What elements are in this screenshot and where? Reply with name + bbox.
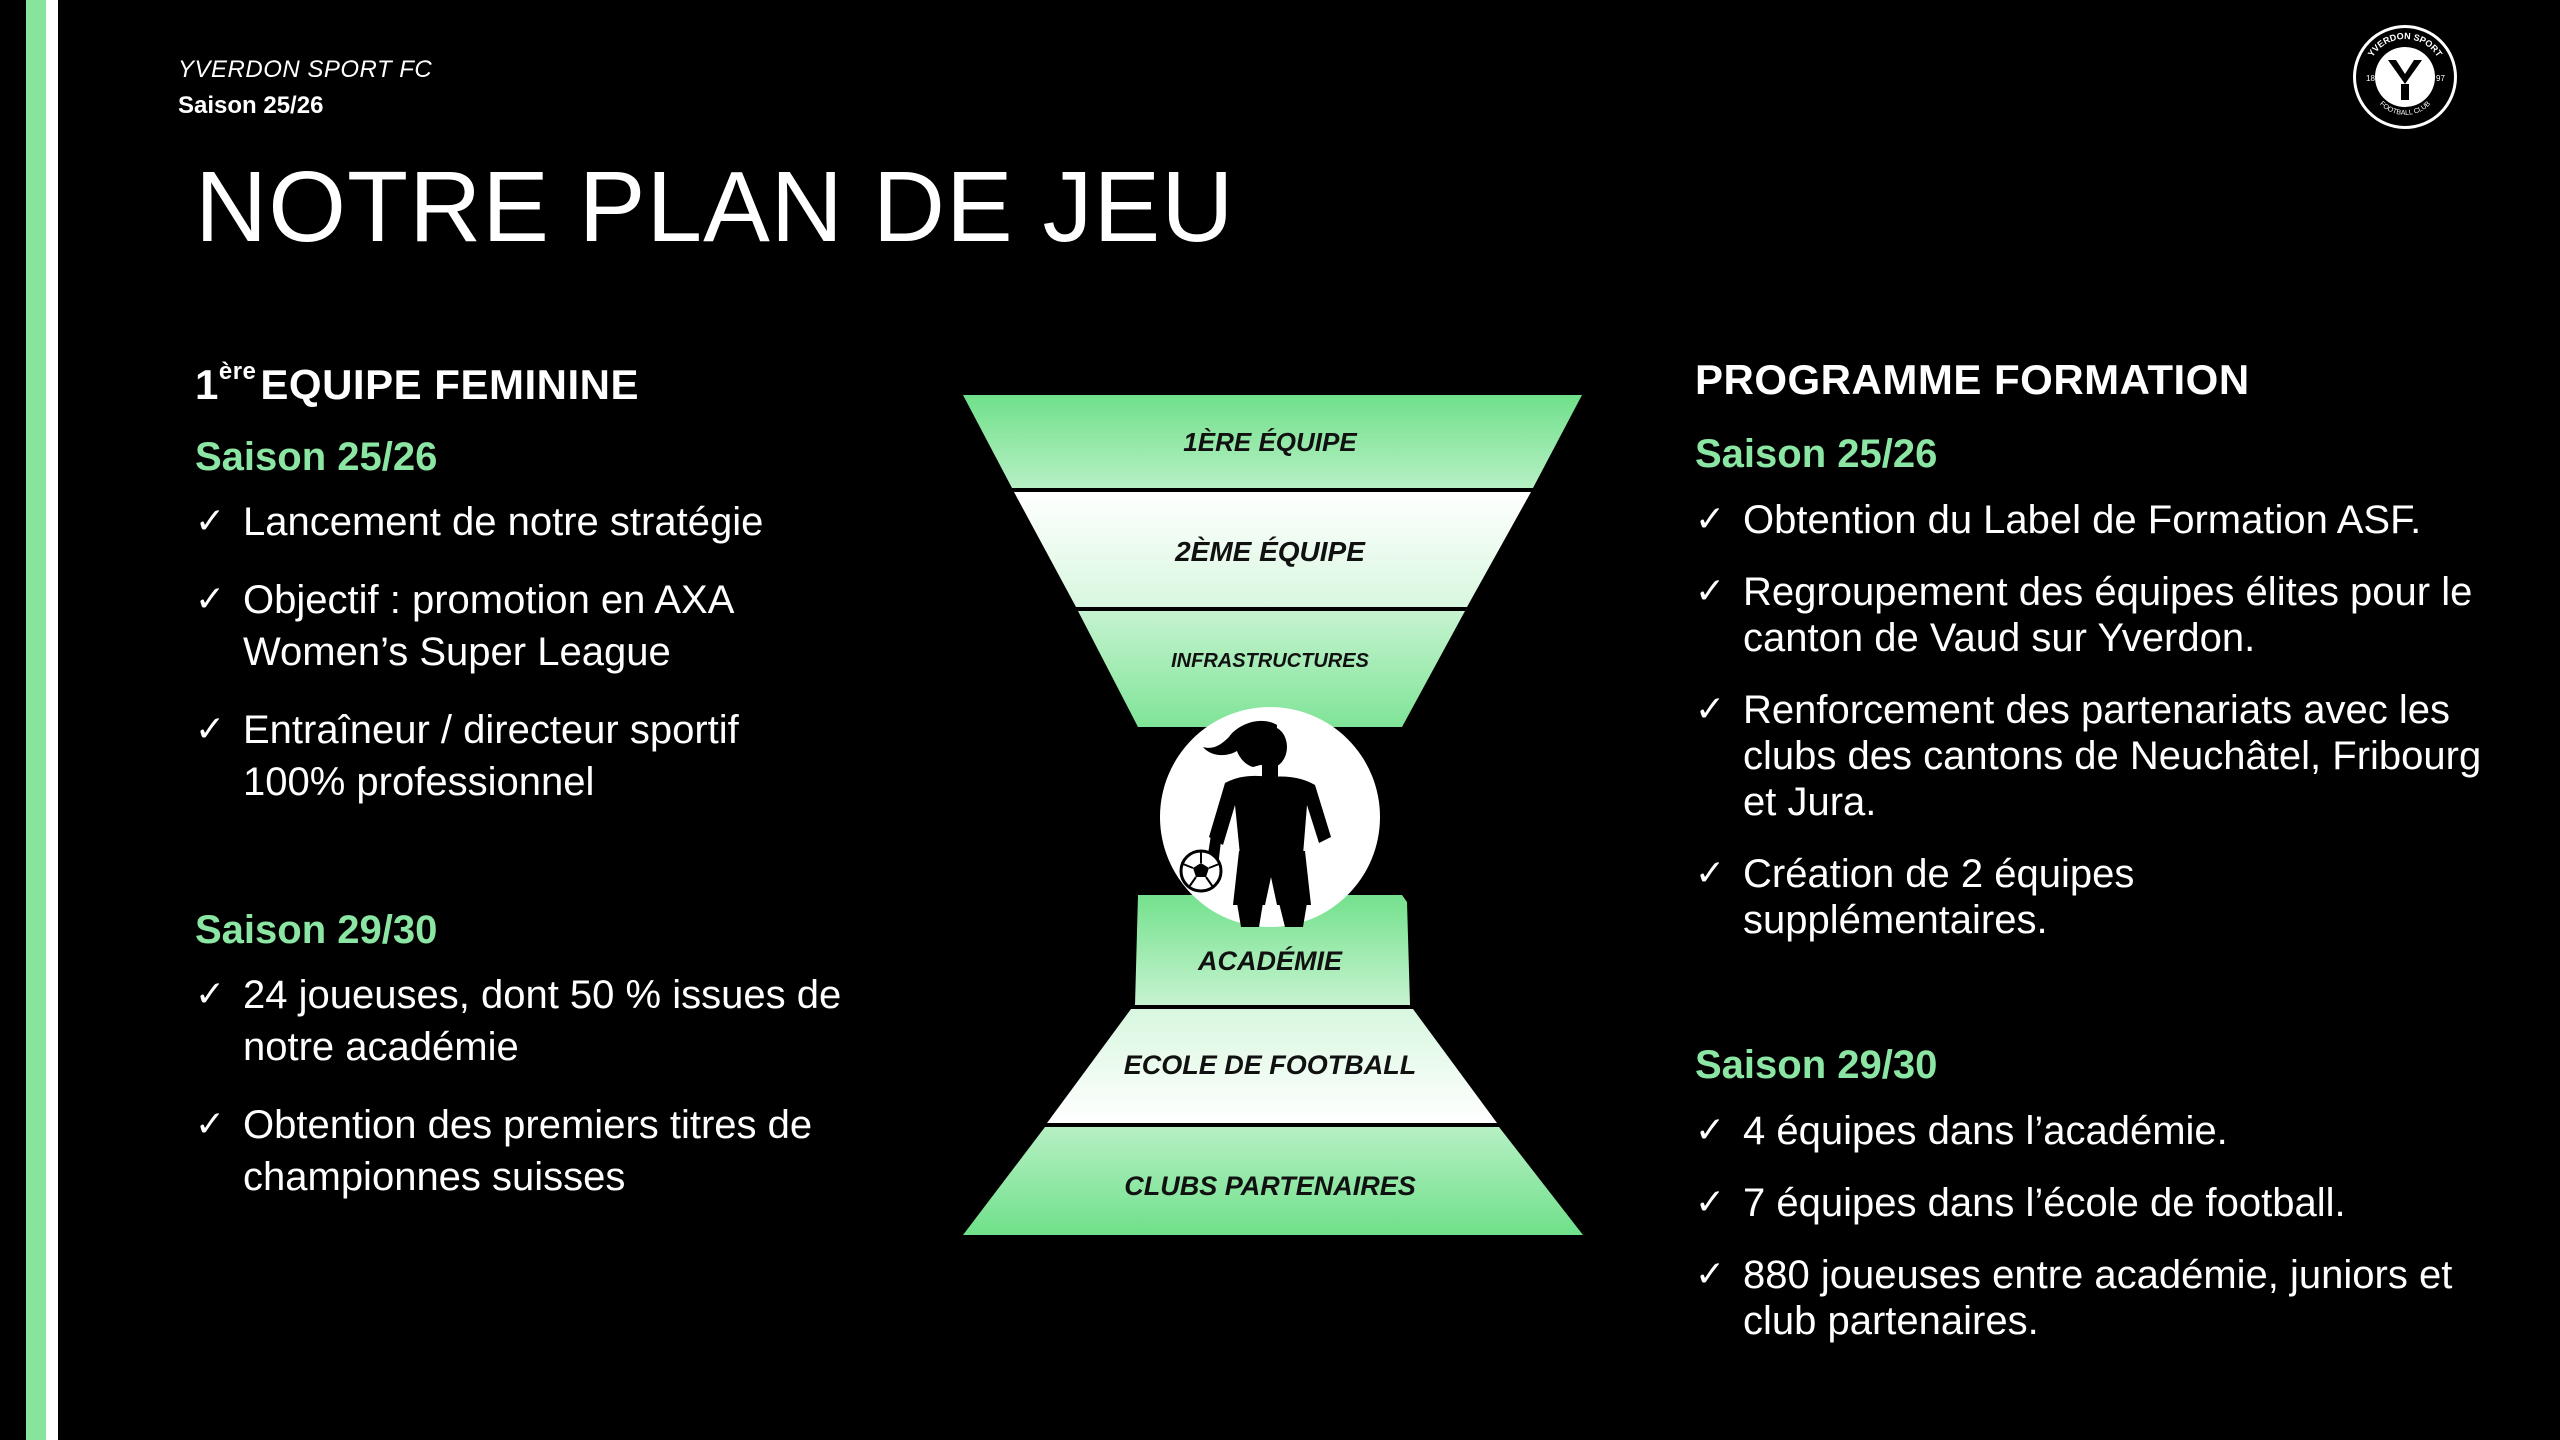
list-item: ✓Obtention des premiers titres de champi… [195, 1099, 955, 1203]
svg-text:18: 18 [2366, 74, 2375, 83]
list-item: ✓Obtention du Label de Formation ASF. [1695, 498, 2422, 542]
funnel-label-1ere-equipe: 1ÈRE ÉQUIPE [1183, 427, 1357, 457]
list-item: ✓Création de 2 équipes supplémentaires. [1695, 852, 2135, 942]
check-icon: ✓ [1695, 1254, 1726, 1295]
funnel-label-infrastructures: INFRASTRUCTURES [1171, 650, 1369, 672]
list-item: ✓24 joueuses, dont 50 % issues de notre … [195, 969, 955, 1073]
funnel-tier-2eme-equipe [1014, 492, 1531, 607]
season-label: Saison 29/30 [1695, 1043, 1938, 1087]
right-column-heading: PROGRAMME FORMATION [1695, 356, 2250, 403]
list-item: ✓Regroupement des équipes élites pour le… [1695, 570, 2473, 660]
funnel-label-academie: ACADÉMIE [1197, 945, 1343, 976]
check-icon: ✓ [195, 1104, 226, 1145]
left-column-heading: 1èreEQUIPE FEMININE [195, 358, 639, 408]
funnel-tier-clubs-partenaires [963, 1127, 1583, 1235]
check-icon: ✓ [195, 709, 226, 750]
bullet-list: ✓4 équipes dans l’académie. ✓7 équipes d… [1695, 1108, 2535, 1344]
check-icon: ✓ [1695, 689, 1726, 730]
funnel-label-2eme-equipe: 2ÈME ÉQUIPE [1174, 536, 1366, 567]
list-item: ✓4 équipes dans l’académie. [1695, 1109, 2228, 1153]
check-icon: ✓ [1695, 1110, 1726, 1151]
list-item: ✓Renforcement des partenariats avec les … [1695, 688, 2482, 824]
list-item: ✓Objectif : promotion en AXA Women’s Sup… [195, 574, 955, 678]
list-item: ✓Lancement de notre stratégie [195, 496, 955, 548]
check-icon: ✓ [1695, 499, 1726, 540]
funnel-tier-academie [1135, 895, 1410, 1005]
right-column-programme-formation: PROGRAMME FORMATION Saison 25/26 ✓Obtent… [1695, 356, 2535, 1344]
funnel-tier-infrastructures [1078, 611, 1465, 727]
female-footballer-icon [1160, 707, 1380, 927]
club-name: YVERDON SPORT FC [178, 56, 433, 83]
funnel-tier-1ere-equipe [963, 395, 1582, 488]
funnel-label-ecole-de-football: ECOLE DE FOOTBALL [1124, 1050, 1417, 1080]
funnel-tier-ecole-de-football [1047, 1009, 1497, 1123]
list-item: ✓880 joueuses entre académie, juniors et… [1695, 1253, 2453, 1343]
page-title: NOTRE PLAN DE JEU [195, 151, 1235, 263]
season-label: Saison 29/30 [195, 908, 438, 952]
season-label: Saison 25/26 [1695, 432, 1938, 476]
check-icon: ✓ [195, 974, 226, 1015]
check-icon: ✓ [195, 501, 226, 542]
svg-text:97: 97 [2436, 74, 2445, 83]
development-funnel: 1ÈRE ÉQUIPE 2ÈME ÉQUIPE INFRASTRUCTURES … [955, 385, 1595, 1235]
header-season: Saison 25/26 [178, 92, 324, 119]
check-icon: ✓ [1695, 1182, 1726, 1223]
funnel-label-clubs-partenaires: CLUBS PARTENAIRES [1124, 1171, 1416, 1201]
bullet-list: ✓Lancement de notre stratégie ✓Objectif … [195, 496, 955, 808]
edge-stripe-white [46, 0, 58, 1440]
club-logo: YVERDON SPORT FOOTBALL CLUB 18 97 [2350, 22, 2460, 132]
bullet-list: ✓24 joueuses, dont 50 % issues de notre … [195, 969, 955, 1203]
season-label: Saison 25/26 [195, 435, 438, 479]
left-column-equipe-feminine: 1èreEQUIPE FEMININE Saison 25/26 ✓Lancem… [195, 358, 955, 1203]
check-icon: ✓ [195, 579, 226, 620]
list-item: ✓Entraîneur / directeur sportif 100% pro… [195, 704, 955, 808]
check-icon: ✓ [1695, 853, 1726, 894]
check-icon: ✓ [1695, 571, 1726, 612]
list-item: ✓7 équipes dans l’école de football. [1695, 1181, 2346, 1225]
edge-stripe-green [26, 0, 46, 1440]
bullet-list: ✓Obtention du Label de Formation ASF. ✓R… [1695, 497, 2535, 943]
